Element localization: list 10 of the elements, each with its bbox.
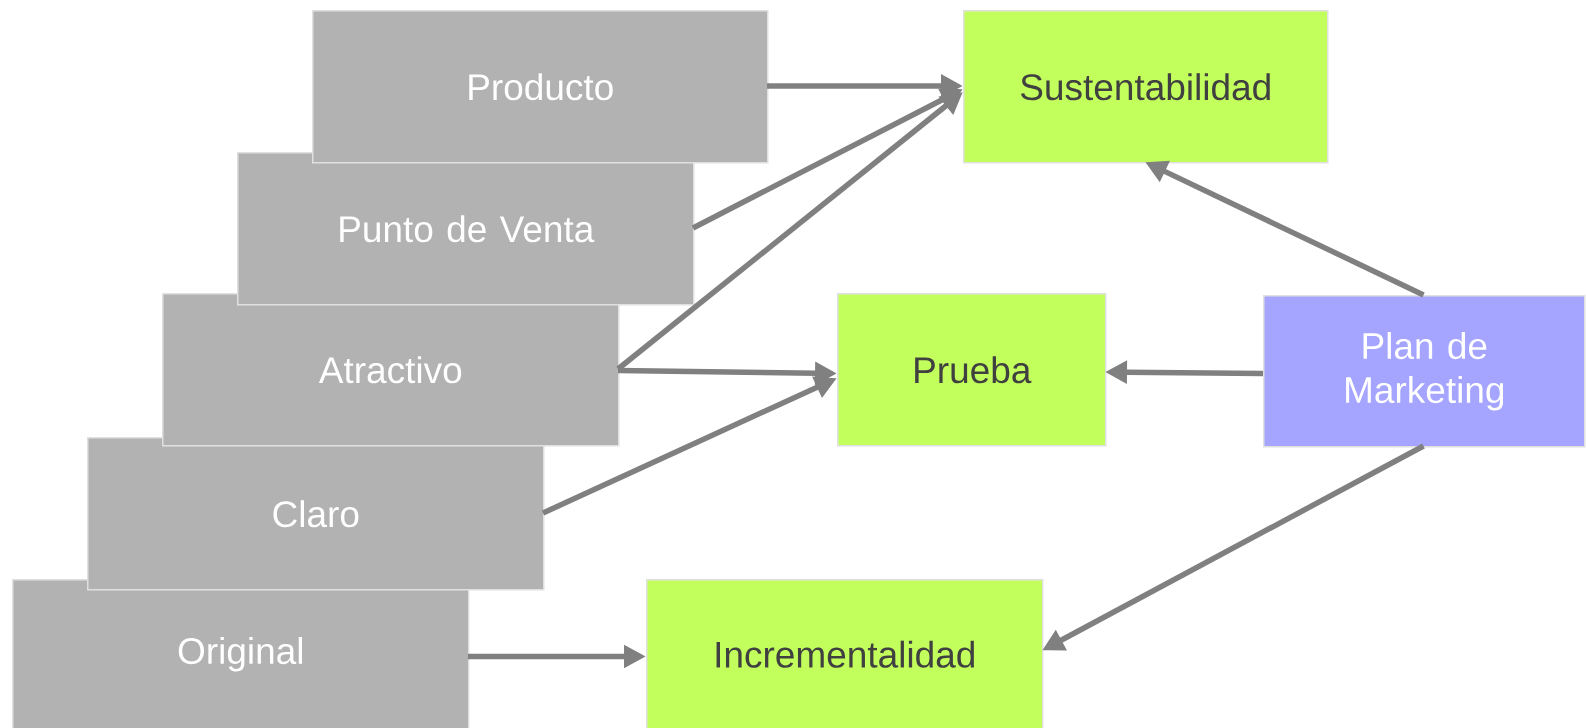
plan-box: Plan de Marketing bbox=[1263, 295, 1586, 448]
result-box: Prueba bbox=[837, 293, 1107, 447]
process-box: Punto de Venta bbox=[237, 152, 695, 306]
result-box: Sustentabilidad bbox=[963, 10, 1329, 164]
result-box: Incrementalidad bbox=[646, 579, 1044, 728]
process-box: Claro bbox=[87, 437, 545, 591]
node-label: Original bbox=[178, 637, 302, 672]
process-box: Original bbox=[12, 579, 470, 728]
process-box: Atractivo bbox=[162, 293, 620, 447]
process-box: Producto bbox=[312, 10, 769, 164]
